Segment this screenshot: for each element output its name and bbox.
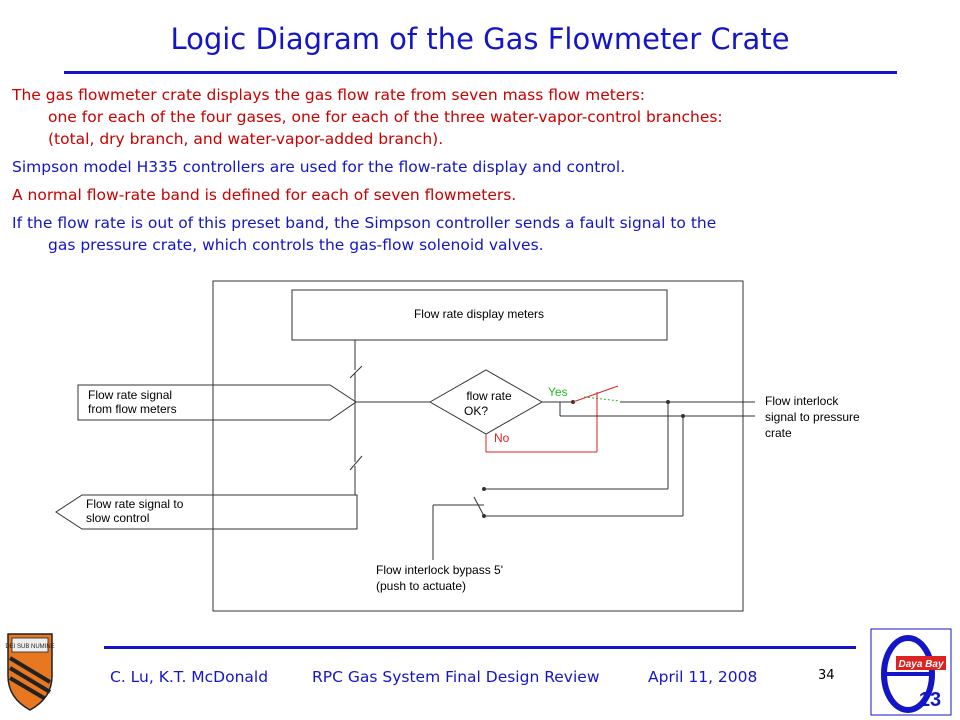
relay-green-link bbox=[583, 396, 621, 402]
bullet-4-line-2: gas pressure crate, which controls the g… bbox=[48, 236, 544, 254]
bypass-line-2: (push to actuate) bbox=[376, 579, 466, 593]
footer-event: RPC Gas System Final Design Review bbox=[312, 668, 600, 686]
logic-diagram: Flow rate display meters Flow rate signa… bbox=[55, 280, 860, 612]
bullet-1-line-1: The gas flowmeter crate displays the gas… bbox=[12, 86, 646, 104]
display-meters-box bbox=[291, 289, 668, 341]
input-signal-line-2: from flow meters bbox=[88, 402, 177, 416]
input-signal-line-1: Flow rate signal bbox=[88, 388, 172, 402]
output-signal-arrow bbox=[55, 494, 358, 530]
bypass-contact-top bbox=[482, 487, 486, 491]
bullet-1: The gas flowmeter crate displays the gas… bbox=[12, 84, 952, 150]
bullet-2: Simpson model H335 controllers are used … bbox=[12, 158, 626, 176]
interlock-line-2: signal to pressure bbox=[765, 410, 860, 424]
footer-rule bbox=[104, 646, 856, 649]
output-signal-line-1: Flow rate signal to bbox=[86, 497, 184, 511]
crate-box bbox=[212, 280, 744, 612]
decision-line-2: OK? bbox=[464, 404, 488, 418]
input-signal-arrow bbox=[77, 384, 357, 421]
svg-text:DEI SUB NUMINE: DEI SUB NUMINE bbox=[5, 644, 54, 650]
yes-label: Yes bbox=[548, 385, 568, 399]
display-meters-label: Flow rate display meters bbox=[414, 307, 544, 321]
princeton-shield-logo: DEI SUB NUMINE bbox=[5, 633, 55, 711]
decision-line-1: flow rate bbox=[466, 389, 512, 403]
daya-bay-logo-number: 13 bbox=[919, 689, 941, 711]
footer-authors: C. Lu, K.T. McDonald bbox=[110, 668, 269, 686]
footer-date: April 11, 2008 bbox=[648, 668, 758, 686]
no-label: No bbox=[494, 431, 510, 445]
interlock-line-3: crate bbox=[765, 426, 792, 440]
bus-break-lower bbox=[349, 455, 363, 471]
daya-bay-logo: Daya Bay 13 bbox=[870, 628, 952, 716]
bullet-list: The gas flowmeter crate displays the gas… bbox=[12, 84, 952, 262]
page-title: Logic Diagram of the Gas Flowmeter Crate bbox=[170, 22, 790, 56]
bullet-1-line-3: (total, dry branch, and water-vapor-adde… bbox=[48, 130, 444, 148]
bypass-line-1: Flow interlock bypass 5' bbox=[376, 563, 503, 577]
interlock-line-1: Flow interlock bbox=[765, 394, 839, 408]
bypass-switch-blade bbox=[473, 496, 485, 517]
title-underline bbox=[64, 71, 897, 74]
page-number: 34 bbox=[818, 668, 835, 683]
relay-switch-blade bbox=[572, 385, 619, 403]
bullet-4: If the flow rate is out of this preset b… bbox=[12, 212, 952, 256]
bus-break-upper bbox=[349, 365, 363, 379]
bullet-3: A normal flow-rate band is defined for e… bbox=[12, 186, 517, 204]
bullet-1-line-2: one for each of the four gases, one for … bbox=[48, 108, 723, 126]
output-signal-line-2: slow control bbox=[86, 511, 149, 525]
bullet-4-line-1: If the flow rate is out of this preset b… bbox=[12, 214, 717, 232]
daya-bay-logo-text: Daya Bay bbox=[898, 659, 943, 670]
